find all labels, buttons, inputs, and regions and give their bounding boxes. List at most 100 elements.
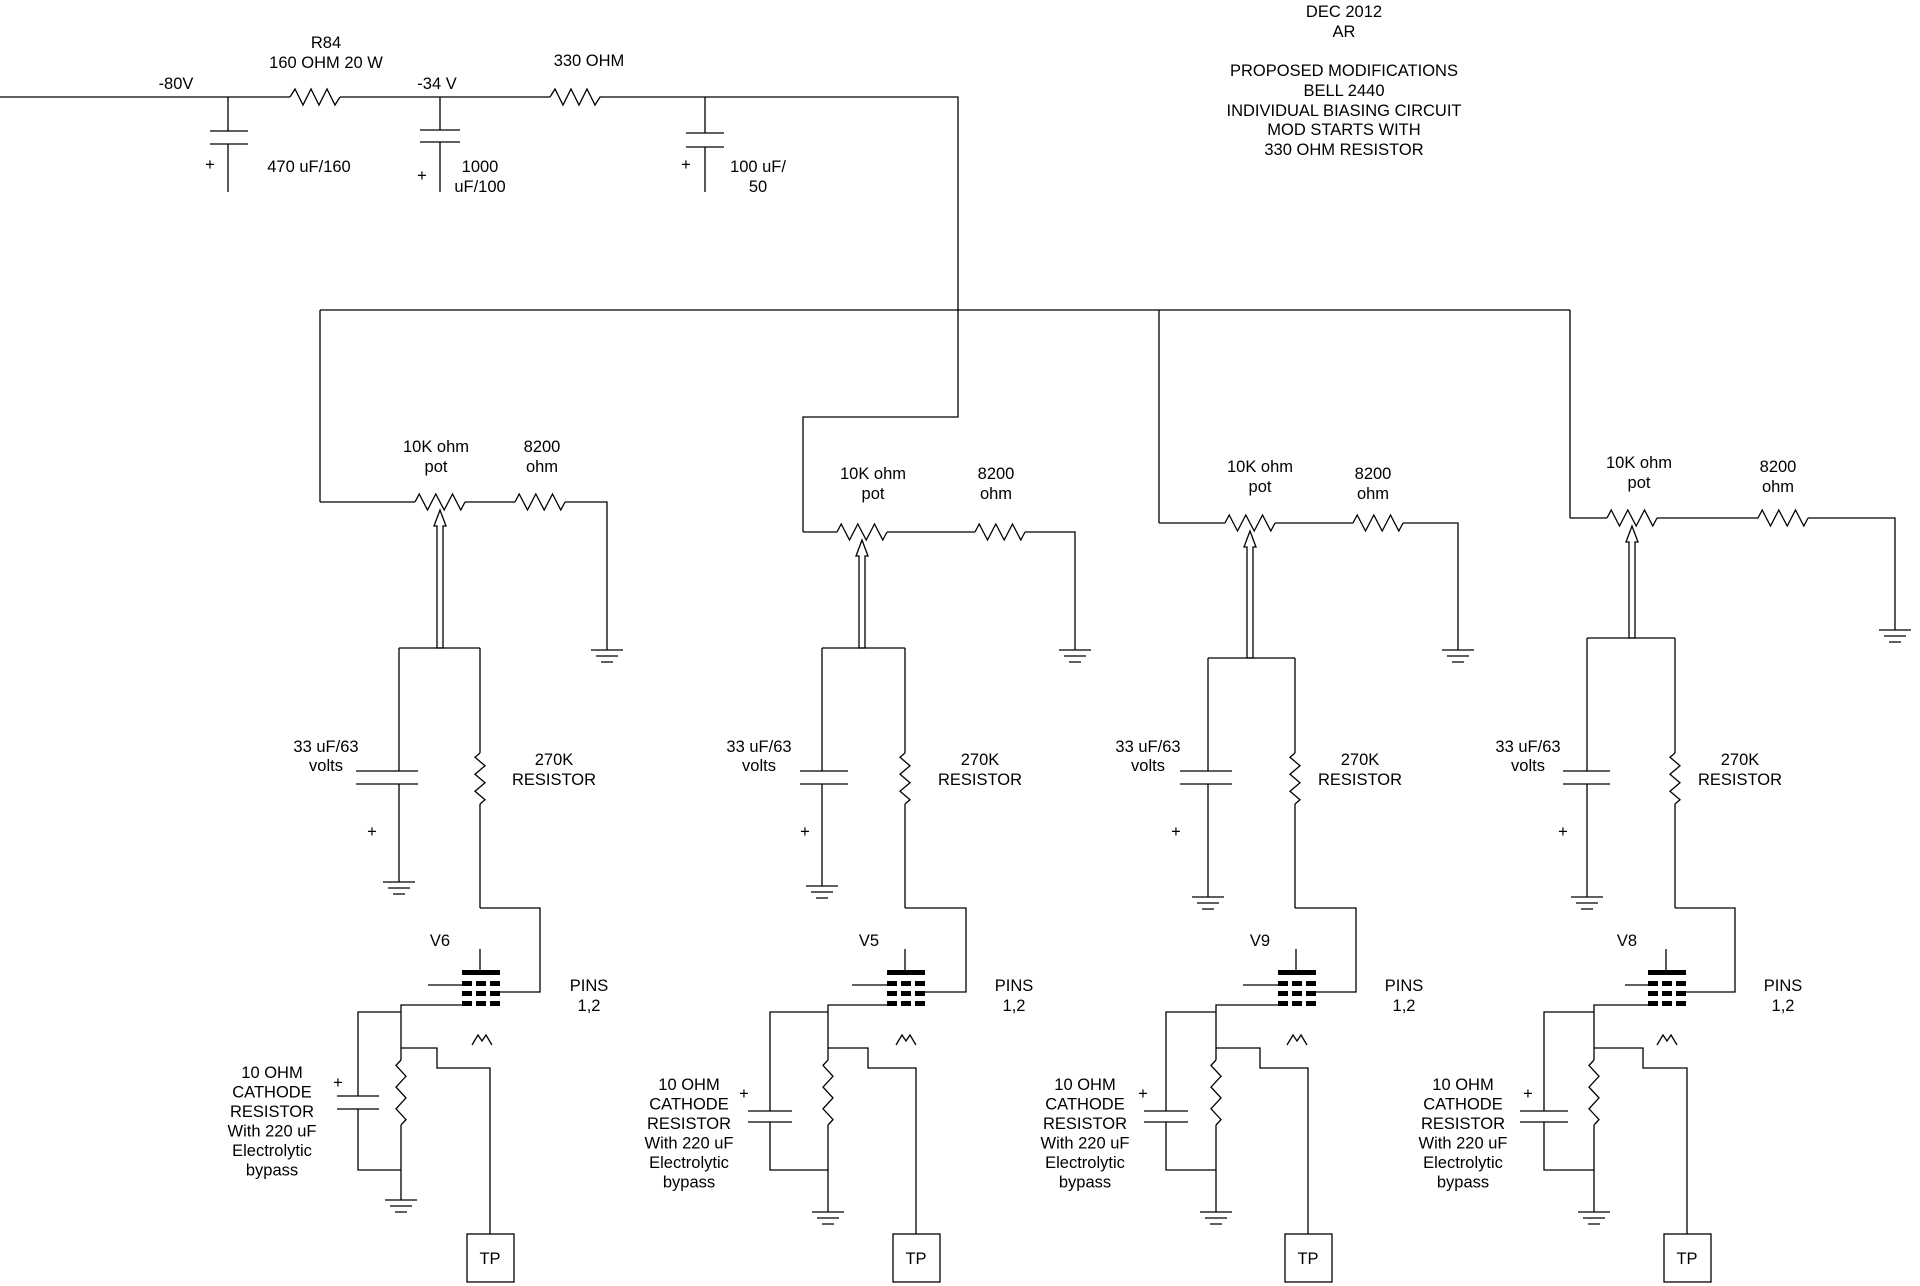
tube-grid-segment	[1662, 1001, 1672, 1006]
filter-cap-label-line1: 33 uF/63	[1115, 738, 1180, 756]
label-neg34v: -34 V	[417, 75, 456, 93]
tube-lead	[852, 949, 906, 986]
ground-symbol	[1059, 649, 1091, 663]
filter-cap-plus-sign: +	[1558, 823, 1568, 841]
bias-wire	[1159, 522, 1459, 650]
label-r330-value: 330 OHM	[554, 52, 625, 70]
cathode-label-line2: CATHODE	[1045, 1096, 1124, 1114]
bypass-capacitor-220uf	[748, 1011, 828, 1171]
tube-lead	[1625, 949, 1667, 986]
cathode-resistor-10ohm	[822, 1059, 834, 1126]
resistor-270k	[473, 752, 487, 805]
grid-resistor-label-line2: RESISTOR	[938, 771, 1022, 789]
potentiometer-10k	[836, 522, 888, 542]
label-c1-value: 470 uF/160	[267, 158, 350, 176]
filter-cap-plus-sign: +	[800, 823, 810, 841]
cathode-label-line6: bypass	[246, 1162, 298, 1180]
grid-resistor-label-line1: 270K	[1721, 751, 1760, 769]
resistor-8200	[514, 492, 566, 512]
grid-resistor-label-line2: RESISTOR	[512, 771, 596, 789]
bypass-cap-plus-sign: +	[1138, 1085, 1148, 1103]
tube-grid-segment	[915, 981, 925, 986]
tube-lead	[428, 949, 481, 986]
resistor-8200	[1352, 513, 1404, 533]
tube-plate	[1278, 970, 1316, 975]
tube-grid-segment	[490, 981, 500, 986]
ground-symbol	[806, 885, 838, 899]
bypass-cap-plus-sign: +	[739, 1085, 749, 1103]
pot-label-line2: pot	[862, 485, 885, 503]
tube-grid-segment	[462, 991, 472, 996]
label-r84-value: 160 OHM 20 W	[269, 54, 383, 72]
filter-cap-label-line2: volts	[1511, 757, 1545, 775]
capacitor-100uf	[686, 97, 724, 192]
pins-label-line1: PINS	[995, 977, 1034, 995]
test-point-wire	[1215, 1047, 1309, 1234]
cathode-label-line4: With 220 uF	[1419, 1135, 1508, 1153]
ground-symbol	[1571, 896, 1603, 910]
filter-capacitor-33uf	[356, 648, 418, 882]
tube-label: V9	[1250, 932, 1270, 950]
tube-grid-segment	[1648, 991, 1658, 996]
tube-plate	[1648, 970, 1686, 975]
cathode-label-line6: bypass	[1437, 1174, 1489, 1192]
cathode-label-line2: CATHODE	[1423, 1096, 1502, 1114]
tube-grid-segment	[901, 981, 911, 986]
tube-grid-segment	[476, 1001, 486, 1006]
capacitor-1000uf	[420, 97, 460, 192]
bias-wire	[1570, 517, 1896, 630]
bypass-capacitor-220uf	[1520, 1011, 1594, 1171]
tube-grid-segment	[1292, 991, 1302, 996]
capacitor-470uf	[210, 97, 248, 192]
pins-label-line1: PINS	[570, 977, 609, 995]
label-r84-name: R84	[311, 34, 341, 52]
cathode-label-line3: RESISTOR	[1421, 1115, 1505, 1133]
pot-label-line1: 10K ohm	[1227, 458, 1293, 476]
resistor-270k	[898, 752, 912, 805]
resistor-8200	[974, 522, 1026, 542]
title-author: AR	[1333, 23, 1356, 41]
cathode-label-line4: With 220 uF	[645, 1135, 734, 1153]
pins-label-line2: 1,2	[1772, 997, 1795, 1015]
cathode-label-line4: With 220 uF	[228, 1123, 317, 1141]
filter-cap-plus-sign: +	[367, 823, 377, 841]
cathode-label-line3: RESISTOR	[647, 1115, 731, 1133]
cathode-label-line1: 10 OHM	[1432, 1076, 1493, 1094]
potentiometer-10k	[414, 492, 466, 512]
heater-symbol	[1656, 1033, 1678, 1046]
cathode-label-line5: Electrolytic	[649, 1154, 729, 1172]
ground-symbol	[1879, 629, 1911, 643]
bias-bus-wire	[319, 309, 1571, 532]
series-resistor-label-line1: 8200	[524, 438, 561, 456]
series-resistor-label-line1: 8200	[1355, 465, 1392, 483]
heater-symbol	[1286, 1033, 1308, 1046]
c1-plus-sign: +	[205, 156, 215, 174]
tube-grid-segment	[1662, 981, 1672, 986]
filter-cap-plus-sign: +	[1171, 823, 1181, 841]
tube-grid-segment	[1292, 1001, 1302, 1006]
filter-capacitor-33uf	[800, 648, 848, 886]
test-point-wire	[1593, 1047, 1688, 1234]
filter-cap-label-line1: 33 uF/63	[1495, 738, 1560, 756]
cathode-resistor-10ohm	[1210, 1059, 1222, 1126]
bypass-cap-plus-sign: +	[1523, 1085, 1533, 1103]
tube-grid-segment	[887, 981, 897, 986]
series-resistor-label-line1: 8200	[1760, 458, 1797, 476]
potentiometer-10k	[1224, 513, 1276, 533]
pins-label-line2: 1,2	[1393, 997, 1416, 1015]
tube-grid-segment	[1292, 981, 1302, 986]
tube-grid-segment	[1278, 981, 1288, 986]
pot-label-line1: 10K ohm	[1606, 454, 1672, 472]
filter-capacitor-33uf	[1180, 658, 1232, 897]
c2-plus-sign: +	[417, 167, 427, 185]
tube-grid-segment	[490, 991, 500, 996]
title-note-1: PROPOSED MODIFICATIONS	[1230, 62, 1458, 80]
label-c3-value-line1: 100 uF/	[730, 158, 786, 176]
grid-resistor-label-line2: RESISTOR	[1698, 771, 1782, 789]
grid-resistor-label-line1: 270K	[535, 751, 574, 769]
